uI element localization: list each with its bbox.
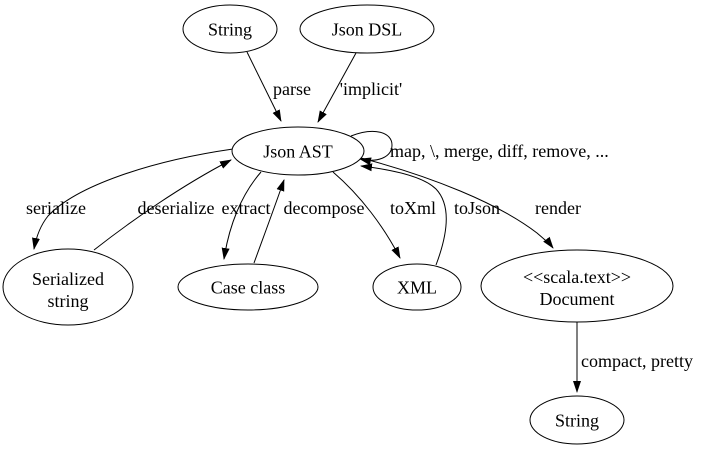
edge-to-xml: [332, 171, 401, 259]
node-string-bottom-label: String: [555, 411, 599, 431]
node-serialized-string: [2, 248, 134, 326]
node-xml: [372, 263, 462, 311]
node-string-bottom: [529, 395, 625, 445]
edge-self-ops: [350, 130, 393, 166]
node-case-class: [177, 263, 319, 311]
edge-render: [360, 157, 554, 249]
edge-label-group: parse 'implicit' map, \, merge, diff, re…: [26, 79, 693, 371]
edge-parse-label: parse: [273, 79, 311, 99]
edge-extract: [221, 171, 262, 260]
edge-group: [32, 51, 581, 393]
node-string-top: [182, 4, 278, 54]
edge-compact-pretty-label: compact, pretty: [581, 351, 693, 371]
edge-decompose: [253, 179, 285, 264]
edge-extract-label: extract: [222, 198, 271, 218]
edge-decompose-label: decompose: [284, 198, 365, 218]
node-json-dsl-label: Json DSL: [332, 20, 403, 40]
edge-parse: [246, 51, 282, 122]
edge-implicit: [317, 52, 357, 123]
edge-implicit-label: 'implicit': [340, 79, 402, 99]
edge-deserialize-label: deserialize: [138, 198, 215, 218]
node-xml-label: XML: [397, 278, 437, 298]
edge-render-label: render: [535, 198, 581, 218]
edge-serialize-label: serialize: [26, 198, 86, 218]
node-serialized-string-label-line1: Serialized: [32, 269, 104, 289]
node-serialized-string-label-line2: string: [47, 291, 88, 311]
node-document: [480, 249, 674, 323]
edge-to-json: [360, 163, 447, 266]
node-string-top-label: String: [208, 20, 252, 40]
edge-to-json-label: toJson: [454, 198, 500, 218]
edge-serialize: [32, 148, 234, 250]
edge-self-ops-label: map, \, merge, diff, remove, ...: [390, 141, 609, 161]
edge-to-xml-label: toXml: [390, 198, 436, 218]
node-group: String Json DSL Json AST Serialized stri…: [2, 4, 674, 445]
node-case-class-label: Case class: [211, 278, 285, 298]
node-json-ast-label: Json AST: [263, 142, 333, 162]
node-json-ast: [231, 126, 365, 176]
edge-deserialize: [93, 159, 232, 251]
node-document-label-line1: <<scala.text>>: [523, 267, 631, 287]
node-json-dsl: [299, 4, 435, 54]
node-document-label-line2: Document: [540, 289, 615, 309]
